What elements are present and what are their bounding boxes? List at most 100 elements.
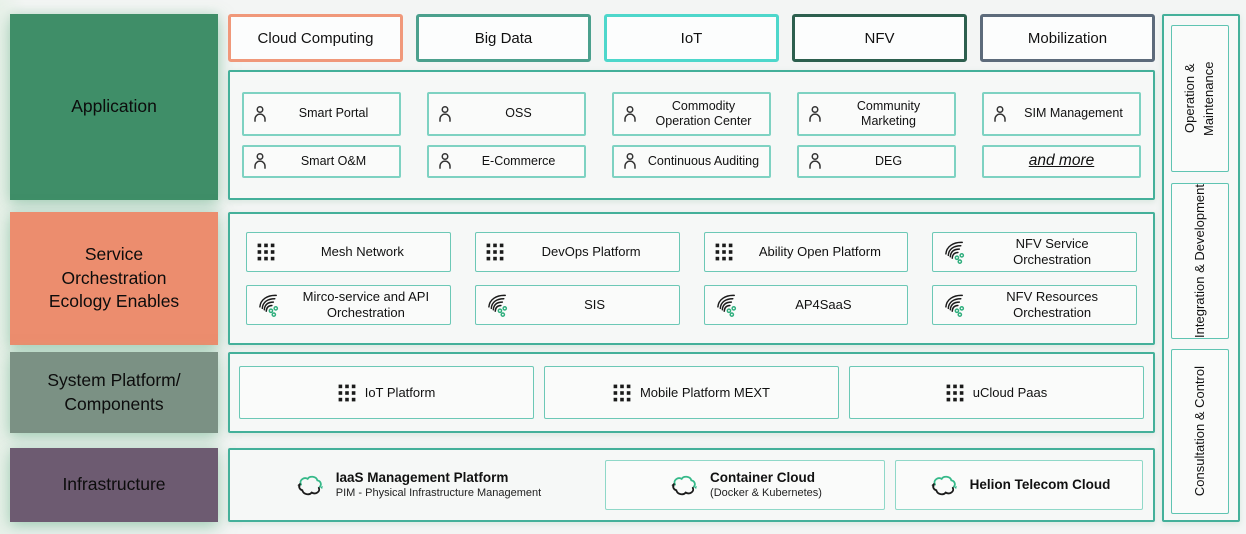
svc-item-label: AP4SaaS: [795, 296, 852, 312]
person-icon: [805, 151, 825, 171]
chip-label: NFV: [864, 29, 895, 47]
infra-item-helion-telecom-cloud: Helion Telecom Cloud: [895, 460, 1143, 510]
grid-icon: [613, 384, 631, 402]
app-item-label: SIM Management: [1024, 106, 1123, 121]
sidebar-integration-development: Integration & Development: [1171, 183, 1229, 339]
sys-item-label: IoT Platform: [364, 385, 436, 400]
svc-item-ap4saas: AP4SaaS: [703, 285, 909, 325]
svc-item-nfv-resources-orchestration: NFV Resources Orchestration: [932, 285, 1137, 325]
person-icon: [805, 104, 825, 124]
svc-item-nfv-service-orchestration: NFV Service Orchestration: [932, 232, 1137, 272]
technology-chip-row: Cloud Computing Big Data IoT NFV Mobiliz…: [228, 14, 1155, 62]
infra-item-iaas-management: IaaS Management Platform PIM - Physical …: [240, 460, 595, 510]
svc-item-mesh-network: Mesh Network: [246, 232, 451, 272]
chip-mobilization: Mobilization: [980, 14, 1155, 62]
sys-item-mobile-platform-mext: Mobile Platform MEXT: [544, 366, 839, 419]
sys-item-ucloud-paas: uCloud Paas: [849, 366, 1144, 419]
category-application: Application: [10, 14, 218, 200]
person-icon: [435, 151, 455, 171]
mesh-icon: [257, 293, 282, 318]
category-label: System Platform/ Components: [47, 369, 181, 414]
app-item-smart-om: Smart O&M: [242, 144, 401, 178]
chip-label: IoT: [680, 29, 703, 47]
infra-item-title: Container Cloud: [710, 469, 816, 485]
svc-item-label: DevOps Platform: [541, 243, 641, 259]
svc-item-label: NFV Resources Orchestration: [1006, 288, 1098, 320]
infra-item-subtitle: PIM - Physical Infrastructure Management: [335, 486, 542, 499]
category-label: Service Orchestration Ecology Enables: [48, 244, 180, 312]
app-item-label: Continuous Auditing: [647, 153, 760, 168]
infra-item-title: IaaS Management Platform: [335, 469, 509, 485]
app-item-and-more: and more: [982, 144, 1141, 178]
mesh-icon: [943, 293, 968, 318]
app-item-commodity-operation-center: Commodity Operation Center: [612, 92, 771, 136]
infra-item-title: Helion Telecom Cloud: [969, 476, 1111, 492]
system-platform-container: IoT Platform Mobile Platform MEXT uCloud…: [228, 352, 1155, 433]
app-item-label: Smart Portal: [298, 106, 369, 121]
sys-item-iot-platform: IoT Platform: [239, 366, 534, 419]
svc-item-ability-open-platform: Ability Open Platform: [703, 232, 909, 272]
person-icon: [620, 104, 640, 124]
category-label: Application: [71, 96, 157, 117]
app-item-label: OSS: [505, 106, 532, 121]
app-item-continuous-auditing: Continuous Auditing: [612, 144, 771, 178]
application-container: Smart Portal OSS Commodity Operation Cen…: [228, 70, 1155, 200]
chip-nfv: NFV: [792, 14, 967, 62]
svc-item-label: NFV Service Orchestration: [1013, 235, 1092, 267]
app-item-e-commerce: E-Commerce: [427, 144, 586, 178]
grid-icon: [257, 243, 275, 261]
infra-item-text: Container Cloud (Docker & Kubernetes): [710, 470, 822, 501]
svc-item-sis: SIS: [474, 285, 680, 325]
app-item-label: and more: [1028, 151, 1095, 169]
cloud-sync-icon: [294, 473, 326, 498]
sys-item-label: uCloud Paas: [972, 385, 1048, 400]
chip-label: Cloud Computing: [257, 29, 374, 47]
mesh-icon: [715, 293, 740, 318]
app-item-community-marketing: Community Marketing: [797, 92, 956, 136]
grid-icon: [486, 243, 504, 261]
category-service-orchestration: Service Orchestration Ecology Enables: [10, 212, 218, 345]
svc-item-label: SIS: [584, 296, 606, 312]
sidebar-consultation-control: Consultation & Control: [1171, 349, 1229, 514]
category-infrastructure: Infrastructure: [10, 448, 218, 522]
app-item-label: E-Commerce: [481, 153, 556, 168]
sidebar-label: Consultation & Control: [1191, 366, 1207, 497]
svc-item-devops-platform: DevOps Platform: [474, 232, 680, 272]
sidebar-operation-maintenance: Operation & Maintenance: [1171, 25, 1229, 172]
infra-item-subtitle: (Docker & Kubernetes): [710, 486, 822, 499]
chip-iot: IoT: [604, 14, 779, 62]
cloud-sync-icon: [928, 473, 960, 498]
service-orchestration-container: Mesh Network DevOps Platform Ability Ope…: [228, 212, 1155, 345]
person-icon: [620, 151, 640, 171]
sys-item-label: Mobile Platform MEXT: [639, 385, 771, 400]
category-system-platform: System Platform/ Components: [10, 352, 218, 433]
svc-item-label: Mesh Network: [320, 243, 404, 259]
svc-item-label: Mirco-service and API Orchestration: [302, 288, 430, 320]
grid-icon: [946, 384, 964, 402]
infrastructure-container: IaaS Management Platform PIM - Physical …: [228, 448, 1155, 522]
svc-item-label: Ability Open Platform: [758, 243, 881, 259]
sidebar-label: Integration & Development: [1191, 184, 1207, 338]
lifecycle-sidebar: Operation & Maintenance Integration & De…: [1162, 14, 1240, 522]
app-item-deg: DEG: [797, 144, 956, 178]
app-item-label: Commodity Operation Center: [655, 98, 752, 128]
infra-item-text: Helion Telecom Cloud: [970, 477, 1111, 494]
person-icon: [435, 104, 455, 124]
cloud-sync-icon: [668, 473, 700, 498]
grid-icon: [338, 384, 356, 402]
app-item-label: Community Marketing: [856, 98, 921, 128]
chip-big-data: Big Data: [416, 14, 591, 62]
app-item-smart-portal: Smart Portal: [242, 92, 401, 136]
app-item-sim-management: SIM Management: [982, 92, 1141, 136]
person-icon: [250, 151, 270, 171]
chip-label: Big Data: [474, 29, 533, 47]
person-icon: [990, 104, 1010, 124]
grid-icon: [715, 243, 733, 261]
category-label: Infrastructure: [62, 474, 166, 495]
mesh-icon: [486, 293, 511, 318]
infra-item-container-cloud: Container Cloud (Docker & Kubernetes): [605, 460, 885, 510]
app-item-oss: OSS: [427, 92, 586, 136]
app-item-label: Smart O&M: [300, 153, 367, 168]
mesh-icon: [943, 240, 968, 265]
